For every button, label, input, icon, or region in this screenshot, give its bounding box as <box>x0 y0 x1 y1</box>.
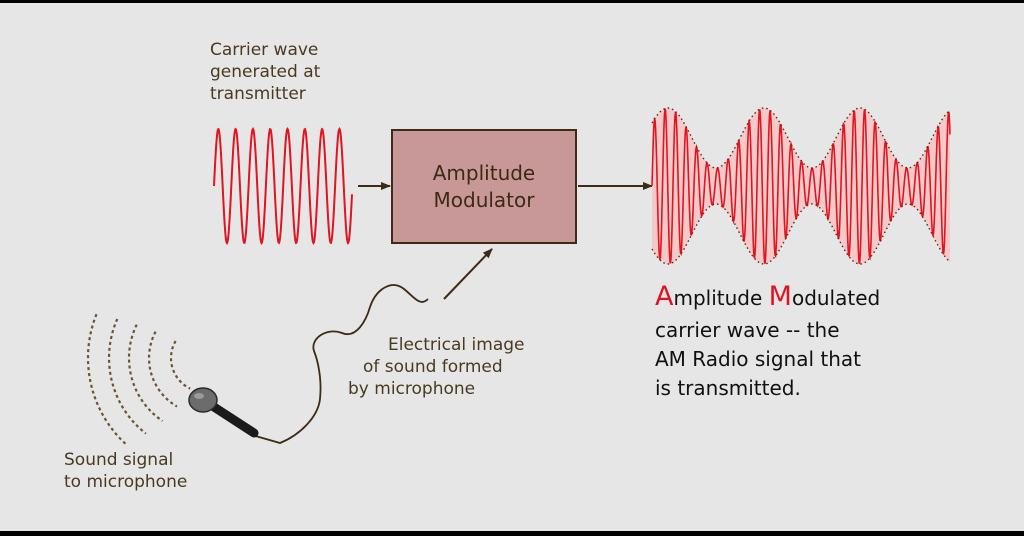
am-diagram <box>86 107 951 446</box>
diagram-panel: Carrier wave generated at transmitter Am… <box>0 3 1024 531</box>
sound-wave-arc <box>127 324 164 422</box>
am-caption-line-3: AM Radio signal that <box>655 347 861 372</box>
modulator-label-line-1: Amplitude <box>432 160 536 185</box>
carrier-label-line-3: transmitter <box>210 84 306 105</box>
am-envelope-top <box>651 107 951 169</box>
modulator-box <box>391 129 577 244</box>
electrical-label-line-2: of sound formed <box>363 357 503 378</box>
am-caption-rest-1: mplitude <box>673 286 769 310</box>
sound-label-line-2: to microphone <box>64 472 188 493</box>
am-caption-cap-m: M <box>768 281 792 312</box>
audio-signal-wire <box>251 284 429 444</box>
sound-wave-arc <box>107 318 147 435</box>
electrical-label-line-3: by microphone <box>348 379 476 400</box>
electrical-label-line-1: Electrical image <box>388 335 525 355</box>
sound-wave-arc <box>148 331 178 408</box>
modulator-label-line-2: Modulator <box>433 187 535 212</box>
sound-wave-arc <box>86 313 128 446</box>
sound-signal-label: Sound signal to microphone <box>64 449 187 493</box>
am-caption-line-4: is transmitted. <box>655 376 801 401</box>
sound-waves-icon <box>86 313 191 446</box>
am-signal-caption: Amplitude Modulated carrier wave -- the … <box>655 277 880 403</box>
arrow-audio-to-modulator <box>443 248 493 300</box>
am-envelope-bottom <box>651 203 951 265</box>
am-envelope-fill <box>652 108 950 264</box>
electrical-image-label: Electrical image of sound formed by micr… <box>348 334 525 400</box>
am-caption-line-2: carrier wave -- the <box>655 318 840 343</box>
carrier-wave-label: Carrier wave generated at transmitter <box>210 39 320 105</box>
microphone-icon <box>188 387 259 438</box>
sound-wave-arc <box>169 340 191 390</box>
am-modulated-wave <box>651 108 951 265</box>
modulator-label: Amplitude Modulator <box>392 130 576 243</box>
am-caption-cap-a: A <box>655 281 674 312</box>
sound-label-line-1: Sound signal <box>64 450 174 470</box>
carrier-label-line-1: Carrier wave <box>210 40 319 60</box>
am-caption-rest-2: odulated <box>791 286 881 310</box>
carrier-wave <box>213 126 353 246</box>
am-caption-line-1: Amplitude Modulated <box>655 277 880 316</box>
carrier-label-line-2: generated at <box>210 62 321 83</box>
